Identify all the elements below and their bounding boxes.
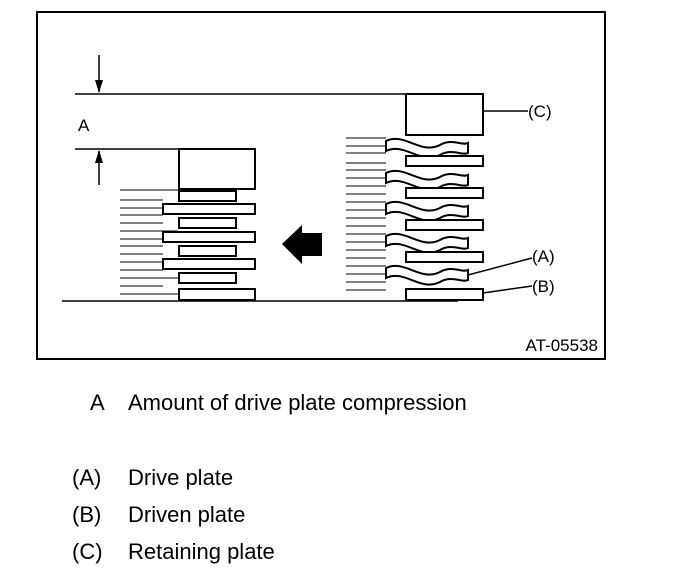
legend-key: (A) bbox=[72, 465, 102, 490]
callout-leader-drive-plate bbox=[467, 257, 533, 276]
compressed-drive-plate bbox=[162, 231, 256, 243]
dimension-label: A bbox=[78, 116, 90, 135]
callout-drive-plate: (A) bbox=[532, 247, 555, 266]
callout-leader-driven-plate bbox=[482, 285, 533, 294]
drive-plate-wavy bbox=[385, 265, 469, 286]
compressed-driven-plate bbox=[178, 245, 237, 257]
compressed-driven-plate bbox=[178, 190, 237, 202]
driven-plate bbox=[405, 187, 484, 199]
compressed-retaining-plate bbox=[178, 148, 256, 190]
uncompressed-stack-guide-lines bbox=[346, 137, 386, 291]
dimension-arrow-top bbox=[95, 55, 103, 93]
compressed-drive-plate bbox=[178, 288, 256, 301]
legend-key: (C) bbox=[72, 539, 103, 564]
legend-key: A bbox=[90, 390, 105, 415]
driven-plate bbox=[405, 155, 484, 167]
callout-retaining-plate: (C) bbox=[528, 102, 552, 121]
drive-plate-wavy bbox=[385, 138, 469, 159]
diagram-frame bbox=[36, 11, 606, 360]
legend-text: Driven plate bbox=[128, 502, 246, 527]
retaining-plate bbox=[405, 93, 484, 136]
drive-plate-wavy bbox=[385, 233, 469, 254]
compressed-drive-plate bbox=[162, 203, 256, 215]
drive-plate-wavy bbox=[385, 201, 469, 222]
dimension-arrow-bottom bbox=[95, 150, 103, 185]
compressed-driven-plate bbox=[178, 272, 237, 284]
compressed-drive-plate bbox=[162, 258, 256, 270]
legend-text: Amount of drive plate compression bbox=[128, 390, 467, 415]
clutch-pack-diagram: A bbox=[36, 11, 606, 360]
compressed-clutch-pack bbox=[120, 148, 256, 301]
compression-direction-arrow bbox=[282, 225, 322, 264]
legend-text: Retaining plate bbox=[128, 539, 275, 564]
driven-plate-bottom bbox=[405, 288, 484, 301]
legend-key: (B) bbox=[72, 502, 102, 527]
legend-text: Drive plate bbox=[128, 465, 234, 490]
driven-plate bbox=[405, 219, 484, 231]
figure-code: AT-05538 bbox=[526, 336, 598, 355]
uncompressed-clutch-pack bbox=[346, 93, 484, 301]
driven-plate bbox=[405, 251, 484, 263]
compressed-stack-guide-lines bbox=[120, 189, 178, 295]
drive-plate-wavy bbox=[385, 170, 469, 191]
callout-driven-plate: (B) bbox=[532, 277, 555, 296]
compressed-driven-plate bbox=[178, 217, 237, 229]
